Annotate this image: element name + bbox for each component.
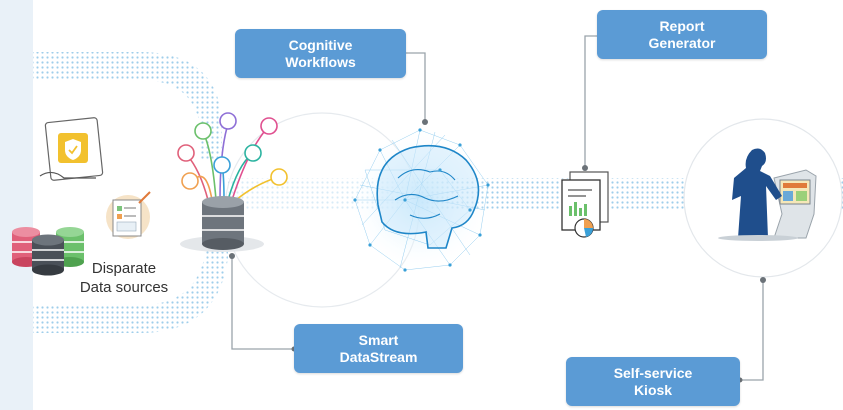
report-generator-label: Report Generator (597, 10, 767, 59)
report-document-icon (561, 171, 609, 238)
document-chart-icon (106, 191, 151, 239)
label-line: Data sources (79, 279, 169, 296)
database-stack-icon (12, 227, 84, 276)
label-line: Kiosk (633, 381, 673, 398)
label-line: Smart (358, 331, 399, 348)
label-line: Generator (648, 34, 716, 51)
label-line: Cognitive (288, 36, 353, 53)
label-line: DataStream (339, 348, 418, 365)
brain-network-icon (348, 128, 492, 272)
cognitive-workflows-label: Cognitive Workflows (235, 29, 406, 78)
connector-lines (231, 35, 764, 381)
document-shield-icon (39, 117, 104, 181)
left-side-bar (0, 0, 33, 410)
database-hub-icon (177, 112, 288, 252)
label-line: Self-service (613, 364, 693, 381)
label-line: Report (659, 17, 705, 34)
self-service-kiosk-label: Self-service Kiosk (566, 357, 740, 406)
label-line: Workflows (285, 53, 356, 70)
kiosk-user-icon (718, 148, 817, 241)
disparate-data-sources-label: Disparate Data sources (70, 259, 178, 297)
label-line: Disparate (91, 260, 157, 277)
smart-datastream-label: Smart DataStream (294, 324, 463, 373)
